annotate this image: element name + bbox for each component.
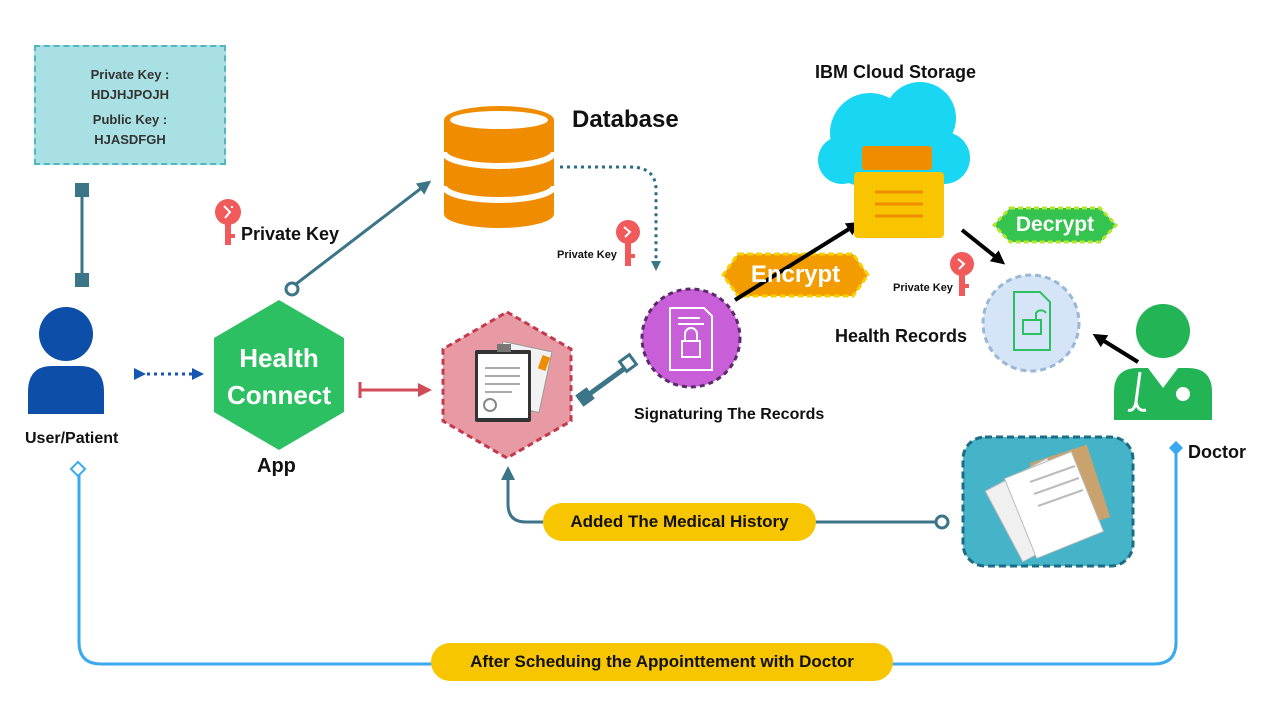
encrypt-label: Encrypt [750,261,841,288]
private-key-value: HDJHJPOJH [90,87,170,102]
app-label: App [257,455,296,477]
private-key-label: Private Key : [90,67,170,82]
signature-icon[interactable] [640,287,742,389]
decrypt-label: Decrypt [1015,213,1095,236]
cloud-storage-icon[interactable] [818,82,970,238]
private-key-label-db: Private Key [557,249,617,261]
database-label: Database [572,106,679,133]
appointment-pill: After Scheduing the Appointtement with D… [431,643,893,681]
doctor-label: Doctor [1188,442,1246,462]
user-icon [28,307,104,414]
cloud-to-records-arrow [960,228,1006,265]
records-hexagon[interactable] [441,310,573,460]
key-icon [950,252,974,296]
ibm-cloud-label: IBM Cloud Storage [815,62,976,82]
health-records-label: Health Records [835,326,968,346]
signature-to-cloud-arrow [733,221,861,302]
private-key-label-main: Private Key [241,224,340,244]
history-arrow [501,466,950,530]
records-to-signature-link [575,352,639,407]
app-hexagon[interactable] [214,300,344,450]
health-records-icon[interactable] [981,273,1081,373]
documents-icon[interactable] [961,435,1135,568]
private-key-label-records: Private Key [893,282,953,294]
database-icon[interactable] [441,106,557,228]
keys-box: Private Key : HDJHJPOJH Public Key : HJA… [34,45,226,165]
decrypt-badge [991,206,1119,244]
key-icon [215,199,241,245]
key-connector [75,183,89,287]
database-to-signature-arrow [560,165,661,271]
signaturing-label: Signaturing The Records [634,406,825,423]
public-key-label: Public Key : [92,112,168,127]
key-icon [616,220,640,266]
app-to-database-arrow [284,180,432,297]
public-key-value: HJASDFGH [94,132,166,147]
user-label: User/Patient [25,430,119,447]
doctor-icon [1114,304,1212,420]
added-history-pill: Added The Medical History [543,503,816,541]
app-name-line2: Connect [227,380,331,410]
doctor-to-records-arrow [1092,333,1140,364]
app-to-records-arrow [358,382,432,398]
app-name-line1: Health [239,343,319,373]
